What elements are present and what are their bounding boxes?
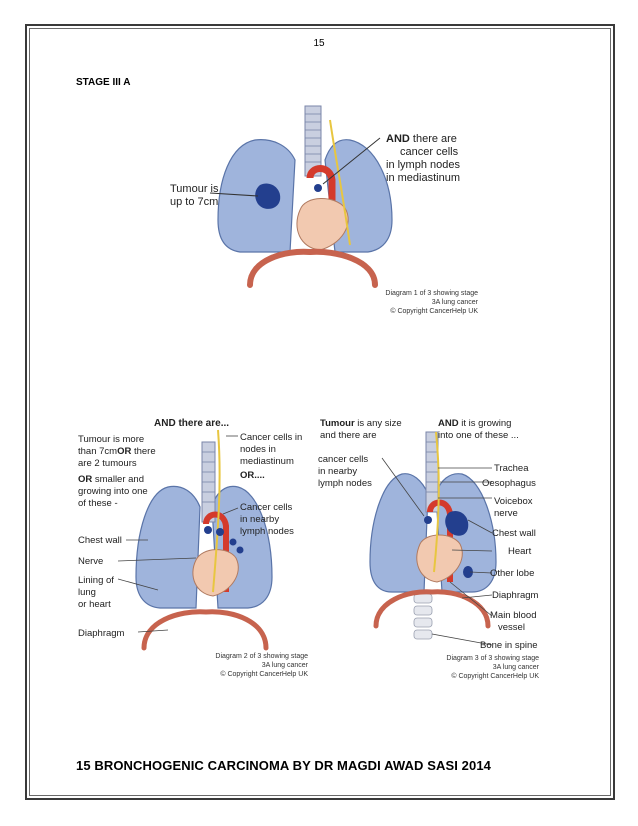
svg-text:OR smaller and: OR smaller and	[78, 474, 144, 485]
bone-label: Bone in spine	[480, 640, 538, 651]
lymph-node	[424, 516, 432, 524]
lining-label-1: Lining of	[78, 575, 114, 586]
right-line-2: nodes in	[240, 444, 276, 455]
right-line-1: Cancer cells in	[240, 432, 302, 443]
voicebox-label-2: nerve	[494, 508, 518, 519]
cells-2: in nearby	[318, 466, 357, 477]
diagram-1: Tumour is up to 7cm AND there are cancer…	[160, 100, 490, 325]
page-footer: 15 BRONCHOGENIC CARCINOMA BY DR MAGDI AW…	[76, 758, 491, 773]
and-there-are: and there are	[320, 430, 377, 441]
caption-line-2: 3A lung cancer	[432, 299, 479, 306]
lymph-node	[204, 526, 212, 534]
left-lung	[135, 485, 201, 609]
caption-line-3: © Copyright CancerHelp UK	[220, 670, 308, 678]
there-are-label: there are	[410, 133, 457, 145]
other-lobe-label: Other lobe	[490, 568, 534, 579]
tumour-bold: Tumour	[320, 418, 355, 429]
cells-1: cancer cells	[318, 454, 368, 465]
svg-text:AND there are: AND there are	[386, 133, 457, 145]
blood-label-1: Main blood	[490, 610, 536, 621]
diaphragm-label: Diaphragm	[492, 590, 539, 601]
left-lung	[369, 473, 429, 593]
diaphragm	[247, 248, 378, 288]
caption-line-1: Diagram 3 of 3 showing stage	[446, 655, 539, 662]
trachea-label: Trachea	[494, 463, 529, 474]
diaphragm	[373, 589, 491, 629]
nerve-label: Nerve	[78, 556, 103, 567]
and-rest: it is growing	[459, 418, 512, 429]
cells-3: lymph nodes	[318, 478, 372, 489]
blood-label-2: vessel	[498, 622, 525, 633]
heart-label: Heart	[508, 546, 532, 557]
left-line-6: of these -	[78, 498, 118, 509]
aorta	[306, 165, 336, 240]
and-label: AND	[386, 133, 410, 145]
oesophagus-label: Oesophagus	[482, 478, 536, 489]
left-line-2b: there	[131, 446, 155, 457]
diagram-2: AND there are... Tumour is more than 7cm…	[78, 412, 310, 684]
caption-line-2: 3A lung cancer	[493, 664, 540, 671]
caption-line-1: Diagram 2 of 3 showing stage	[215, 653, 308, 660]
and-bold: AND	[438, 418, 459, 429]
nerve	[329, 119, 351, 246]
tumour-label-2: up to 7cm	[170, 196, 218, 208]
lymph-node	[216, 528, 224, 536]
nodes-label-1: cancer cells	[400, 146, 459, 158]
caption-line-2: 3A lung cancer	[262, 662, 309, 669]
diaphragm-label: Diaphragm	[78, 628, 125, 639]
nodes-label-3: in mediastinum	[386, 172, 460, 184]
lining-label-3: or heart	[78, 599, 111, 610]
right-line-5: in nearby	[240, 514, 279, 525]
diaphragm	[141, 609, 269, 651]
right-or: OR....	[240, 470, 265, 481]
left-line-1: Tumour is more	[78, 434, 144, 445]
aorta	[203, 511, 229, 592]
and-there-are: AND there are...	[154, 418, 229, 429]
lining-label-2: lung	[78, 587, 96, 598]
heart	[416, 534, 463, 583]
left-line-2: than 7cm	[78, 446, 117, 457]
voicebox-label-1: Voicebox	[494, 496, 533, 507]
right-line-3: mediastinum	[240, 456, 294, 467]
nodes-label-2: in lymph nodes	[386, 159, 460, 171]
caption-line-3: © Copyright CancerHelp UK	[390, 307, 478, 315]
svg-text:than 7cmOR there: than 7cmOR there	[78, 446, 156, 457]
tumour-label-1: Tumour is	[170, 183, 219, 195]
nerve	[212, 429, 221, 593]
page-border-outer	[25, 24, 615, 800]
tumour-rest: is any size	[355, 418, 402, 429]
lymph-node	[236, 546, 244, 554]
lymph-node	[229, 538, 237, 546]
left-or-1: OR	[117, 446, 131, 457]
svg-text:AND it is growing: AND it is growing	[438, 418, 511, 429]
left-line-3: are 2 tumours	[78, 458, 137, 469]
tumour	[255, 183, 281, 209]
chest-wall-label: Chest wall	[78, 535, 122, 546]
diagram-3: Tumour is any size and there are AND it …	[312, 412, 548, 684]
page-border-inner	[29, 28, 611, 796]
left-line-5: growing into one	[78, 486, 148, 497]
tumour	[445, 510, 469, 536]
caption-line-1: Diagram 1 of 3 showing stage	[385, 290, 478, 297]
into-one: into one of these ...	[438, 430, 519, 441]
caption-line-3: © Copyright CancerHelp UK	[451, 672, 539, 680]
right-line-4: Cancer cells	[240, 502, 293, 513]
right-line-6: lymph nodes	[240, 526, 294, 537]
left-line-4: smaller and	[92, 474, 144, 485]
stage-title: STAGE III A	[76, 77, 131, 88]
spine	[413, 593, 433, 640]
tumour-other-lobe	[463, 566, 473, 578]
nerve	[433, 431, 440, 573]
chest-wall-label: Chest wall	[492, 528, 536, 539]
page-number: 15	[313, 38, 325, 49]
lymph-node	[314, 184, 322, 192]
svg-text:Tumour is any size: Tumour is any size	[320, 418, 402, 429]
left-or-2: OR	[78, 474, 92, 485]
heart	[296, 198, 349, 251]
